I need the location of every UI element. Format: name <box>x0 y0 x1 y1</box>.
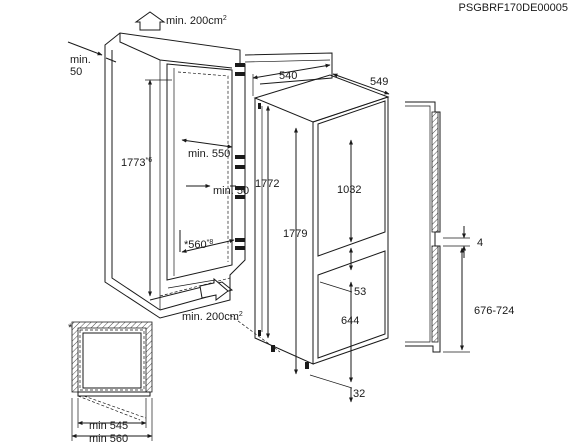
top-view-outer-width-label: min 560 <box>89 433 128 445</box>
niche-height-label: 1773*6 <box>121 157 152 169</box>
top-view-note-marker: * <box>68 322 73 334</box>
niche-top-vent-label: min. 200cm2 <box>166 15 227 27</box>
appliance-width-label: 540 <box>279 70 297 82</box>
niche-side-gap-label-2: 50 <box>70 66 82 78</box>
side-view-door-range-label: 676-724 <box>474 305 514 317</box>
side-view-drawing: 4 676-724 <box>405 101 514 353</box>
top-view-inner-width-label: min 545 <box>89 420 128 432</box>
appliance-total-height-label: 1779 <box>283 228 307 240</box>
niche-rear-gap-label: min. 50 <box>213 185 249 197</box>
top-view-drawing: * min 545 min 560 <box>68 321 153 445</box>
appliance-lower-door-label: 644 <box>341 315 359 327</box>
appliance-upper-door-label: 1032 <box>337 184 361 196</box>
niche-depth-label: *560*8 <box>184 239 213 251</box>
niche-bottom-vent-label: min. 200cm2 <box>182 311 243 323</box>
appliance-depth-label: 549 <box>370 76 388 88</box>
niche-drawing: min. 200cm2 min. 50 1773*6 min. 550 min.… <box>67 11 281 353</box>
niche-side-gap-label-1: min. <box>70 54 91 66</box>
side-view-gap-label: 4 <box>477 237 483 249</box>
appliance-bottom-label: 32 <box>353 388 365 400</box>
niche-rear-vent-width-label: min. 550 <box>188 148 230 160</box>
appliance-drawing: 540 549 1772 1779 1032 53 644 32 <box>244 52 390 403</box>
appliance-door-gap-label: 53 <box>354 286 366 298</box>
drawing-code: PSGBRF170DE00005 <box>459 2 568 14</box>
appliance-body-height-label: 1772 <box>255 178 279 190</box>
